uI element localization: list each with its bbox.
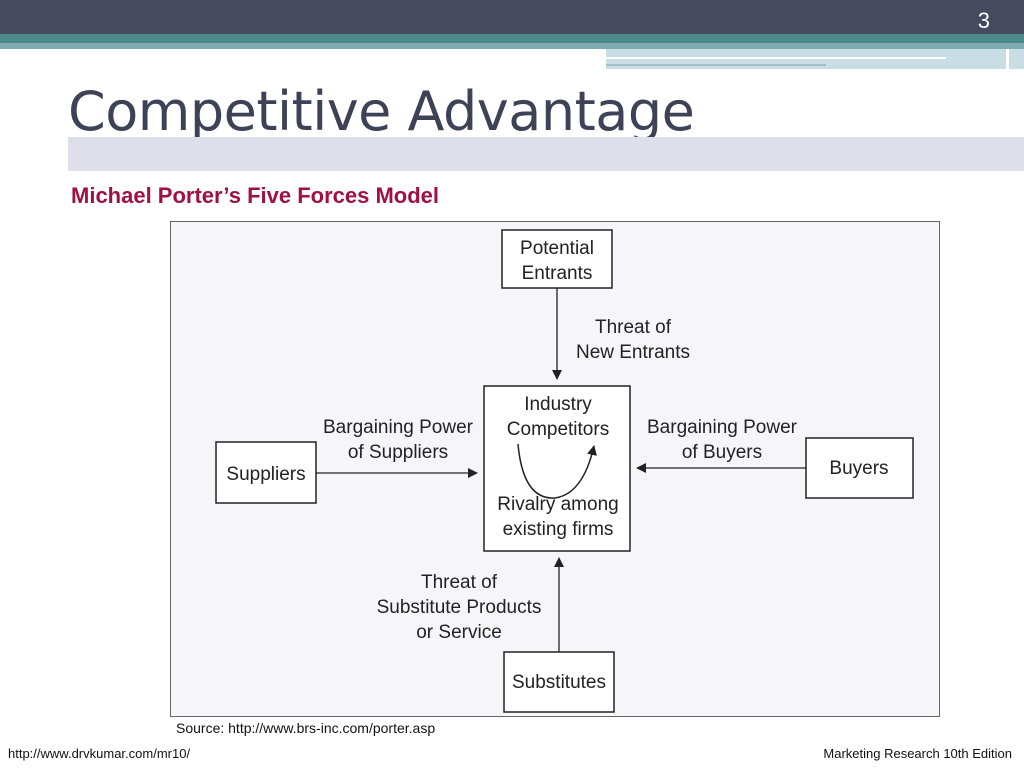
title-underline-band — [68, 137, 1024, 171]
buyers-power-label-line2: of Buyers — [682, 442, 762, 463]
header-bar — [0, 0, 1024, 34]
industry-competitors-label-line2: Competitors — [507, 419, 609, 440]
header-accent-stripe-light — [0, 43, 1024, 49]
new-entrants-label-line1: Threat of — [595, 317, 672, 338]
rivalry-cycle-arrow — [517, 443, 597, 499]
header-accent-stripe — [0, 34, 1024, 43]
potential-entrants-label-line2: Entrants — [522, 263, 593, 284]
potential-entrants-node: Potential Entrants — [501, 229, 613, 289]
rivalry-label-line1: Rivalry among — [497, 494, 618, 515]
header-decoration-line — [606, 64, 826, 66]
footer-url: http://www.drvkumar.com/mr10/ — [8, 746, 191, 761]
buyers-node: Buyers — [805, 437, 914, 499]
new-entrants-force-label: Threat of New Entrants — [576, 317, 690, 363]
header-decoration-vline — [1006, 49, 1009, 71]
suppliers-node: Suppliers — [215, 441, 317, 504]
diagram-canvas: Potential Entrants Threat of New Entrant… — [215, 229, 914, 713]
buyers-power-force-label: Bargaining Power of Buyers — [647, 417, 798, 463]
industry-competitors-label-line1: Industry — [524, 394, 592, 415]
rivalry-label-line2: existing firms — [503, 519, 614, 540]
slide-number: 3 — [977, 8, 990, 33]
header-decoration-block — [606, 49, 1024, 69]
suppliers-label: Suppliers — [226, 464, 305, 485]
five-forces-diagram: Potential Entrants Threat of New Entrant… — [170, 221, 940, 717]
suppliers-power-label-line1: Bargaining Power — [323, 417, 474, 438]
footer-edition: Marketing Research 10th Edition — [823, 746, 1012, 761]
substitutes-threat-label-line1: Threat of — [421, 572, 498, 593]
buyers-power-label-line1: Bargaining Power — [647, 417, 798, 438]
substitutes-label: Substitutes — [512, 672, 606, 693]
suppliers-power-force-label: Bargaining Power of Suppliers — [323, 417, 474, 463]
slide-subtitle: Michael Porter’s Five Forces Model — [71, 183, 440, 208]
substitutes-node: Substitutes — [503, 651, 615, 713]
substitutes-threat-force-label: Threat of Substitute Products or Service — [377, 572, 542, 643]
industry-competitors-node: Industry Competitors Rivalry among exist… — [483, 385, 631, 552]
slide-title: Competitive Advantage — [68, 80, 695, 143]
source-citation: Source: http://www.brs-inc.com/porter.as… — [176, 720, 436, 736]
substitutes-threat-label-line3: or Service — [416, 622, 502, 643]
header-decoration-line — [606, 57, 946, 59]
substitutes-threat-label-line2: Substitute Products — [377, 597, 542, 618]
suppliers-power-label-line2: of Suppliers — [348, 442, 448, 463]
buyers-label: Buyers — [829, 458, 888, 479]
potential-entrants-label-line1: Potential — [520, 238, 594, 259]
new-entrants-label-line2: New Entrants — [576, 342, 690, 363]
